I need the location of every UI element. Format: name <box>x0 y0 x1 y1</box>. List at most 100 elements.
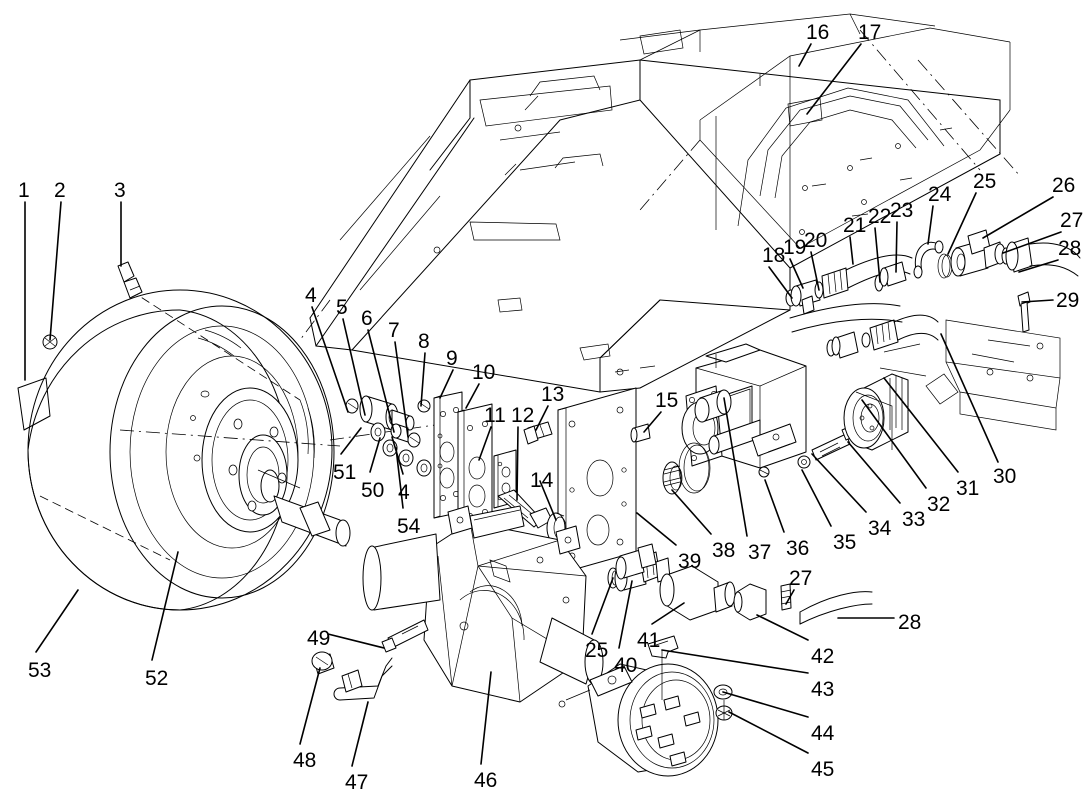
callout-19: 19 <box>783 236 807 259</box>
lever-47 <box>333 657 393 701</box>
leader-line-43 <box>661 649 809 674</box>
leader-line-37 <box>723 397 748 537</box>
callout-21: 21 <box>843 214 867 237</box>
leader-line-11 <box>478 426 492 461</box>
callout-23: 23 <box>890 199 914 222</box>
leader-line-28 <box>1018 259 1059 273</box>
leader-line-10 <box>465 383 480 409</box>
leader-line-41 <box>651 602 685 625</box>
leader-line-5 <box>342 318 366 416</box>
leader-line-30 <box>940 333 999 463</box>
leader-line-33 <box>847 441 901 504</box>
callout-27: 27 <box>789 567 813 590</box>
callout-12: 12 <box>511 404 535 427</box>
knob-48 <box>311 651 335 675</box>
leader-line-17 <box>806 43 862 115</box>
callout-26: 26 <box>1052 174 1076 197</box>
leader-line-16 <box>798 43 812 67</box>
callout-15: 15 <box>655 389 679 412</box>
leader-line-8 <box>420 352 426 407</box>
leader-line-27 <box>785 589 795 605</box>
leader-line-54 <box>395 447 404 509</box>
leader-line-47 <box>351 701 369 767</box>
leader-line-7 <box>394 341 409 438</box>
retainer-43 <box>647 635 679 700</box>
callout-38: 38 <box>712 539 736 562</box>
callout-1: 1 <box>18 179 30 202</box>
bolt-13 <box>523 421 553 445</box>
leader-line-36 <box>764 479 785 533</box>
leader-line-46 <box>480 671 492 765</box>
leader-line-24 <box>927 205 934 245</box>
leader-line-44 <box>722 691 809 718</box>
callout-37: 37 <box>748 541 772 564</box>
leader-line-51 <box>340 427 362 455</box>
leader-line-25 <box>591 577 614 635</box>
leader-line-53 <box>35 589 79 653</box>
leader-lines <box>24 43 1062 767</box>
callout-14: 14 <box>530 469 554 492</box>
callout-46: 46 <box>474 769 498 792</box>
nut-45 <box>715 700 733 721</box>
leader-line-52 <box>151 551 179 661</box>
callout-22: 22 <box>868 205 892 228</box>
callout-5: 5 <box>336 296 348 319</box>
leader-line-13 <box>535 405 549 431</box>
callout-4: 4 <box>305 284 317 307</box>
callout-31: 31 <box>956 477 980 500</box>
callout-6: 6 <box>361 307 373 330</box>
callout-16: 16 <box>806 21 830 44</box>
centerlines <box>299 29 1021 341</box>
leader-line-31 <box>883 377 959 473</box>
callout-42: 42 <box>811 645 835 668</box>
leader-line-14 <box>539 480 557 521</box>
callout-40: 40 <box>614 654 638 677</box>
callout-51: 51 <box>333 461 357 484</box>
wheel-well <box>737 87 945 227</box>
callout-48: 48 <box>293 749 317 772</box>
leader-line-4 <box>311 306 349 413</box>
hose-assembly-lower <box>789 303 939 359</box>
fastener-3 <box>117 261 143 299</box>
callout-4: 4 <box>398 481 410 504</box>
callout-17: 17 <box>858 21 882 44</box>
leader-line-35 <box>801 469 832 527</box>
callout-25: 25 <box>973 170 997 193</box>
leader-line-40 <box>618 580 633 649</box>
callout-41: 41 <box>637 629 661 652</box>
callout-30: 30 <box>993 465 1017 488</box>
leader-line-25 <box>947 192 977 255</box>
callout-54: 54 <box>397 515 421 538</box>
leader-line-2 <box>49 201 62 341</box>
leader-line-20 <box>810 251 820 291</box>
callout-43: 43 <box>811 678 835 701</box>
brake-drum <box>558 663 719 777</box>
leader-line-26 <box>982 196 1054 239</box>
leader-line-23 <box>895 221 898 273</box>
leader-line-21 <box>849 236 854 265</box>
leader-line-15 <box>643 411 662 433</box>
leader-line-50 <box>369 437 381 473</box>
callout-29: 29 <box>1056 289 1080 312</box>
leader-line-38 <box>671 489 712 535</box>
callout-13: 13 <box>541 383 565 406</box>
oring-36 <box>678 442 711 494</box>
callout-2: 2 <box>54 179 66 202</box>
callout-34: 34 <box>868 517 892 540</box>
callout-45: 45 <box>811 758 835 781</box>
leader-line-9 <box>439 369 454 399</box>
callout-44: 44 <box>811 722 835 745</box>
leader-line-6 <box>367 329 395 433</box>
chassis-frame-rails <box>619 13 1011 249</box>
callout-8: 8 <box>418 330 430 353</box>
callout-53: 53 <box>28 659 52 682</box>
leader-line-34 <box>811 453 867 513</box>
axle-housing <box>362 505 604 703</box>
chassis-frame-detail <box>339 75 656 376</box>
callout-18: 18 <box>762 244 786 267</box>
callout-28: 28 <box>898 611 922 634</box>
bolt-35 <box>758 466 770 478</box>
callout-27: 27 <box>1060 209 1084 232</box>
leader-line-19 <box>789 258 804 289</box>
